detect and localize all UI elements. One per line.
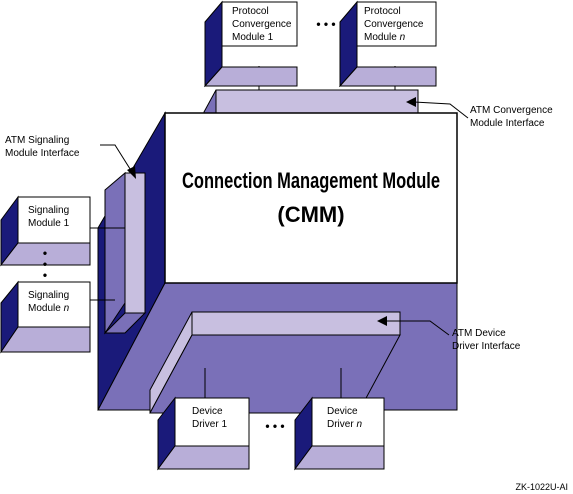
dev-callout-line1: ATM Device [452, 328, 506, 339]
pcn-line2: Convergence [364, 19, 424, 30]
device-driver-1: Device Driver 1 [157, 396, 250, 471]
dev-callout-line2: Driver Interface [452, 341, 521, 352]
protocol-module-1: Protocol Convergence Module 1 [203, 0, 298, 88]
protocol-module-n: Protocol Convergence Module n [338, 0, 437, 88]
pc-ellipsis: • • • [316, 17, 335, 31]
sign-line1: Signaling [28, 290, 69, 301]
cmm-title-line2: (CMM) [277, 202, 344, 227]
signaling-module-1: Signaling Module 1 [0, 195, 91, 267]
signaling-module-n: Signaling Module n [0, 280, 91, 354]
signaling-interface-bar [124, 172, 146, 314]
device-driver-n: Device Driver n [294, 396, 385, 471]
signaling-interface-bottom [103, 312, 147, 334]
pc1-line2: Convergence [232, 19, 292, 30]
device-callout-arrowhead [377, 316, 387, 326]
convergence-callout-line [413, 101, 469, 119]
dd1-line2: Driver 1 [192, 419, 227, 430]
sig-ellipsis-3: • [43, 268, 47, 282]
cmm-title-line1: Connection Management Module [182, 168, 440, 193]
cmm-front-face [164, 112, 458, 284]
sig1-line1: Signaling [28, 205, 69, 216]
signaling-callout-arrowhead [127, 166, 136, 179]
figure-id: ZK-1022U-AI [515, 482, 568, 492]
dd-ellipsis: • • • [265, 419, 284, 433]
conv-callout-line2: Module Interface [470, 118, 545, 129]
convergence-interface-bar [215, 89, 419, 114]
sig-callout-line1: ATM Signaling [5, 135, 69, 146]
device-callout-line [385, 320, 450, 336]
sig1-line2: Module 1 [28, 218, 70, 229]
conv-callout-line1: ATM Convergence [470, 105, 553, 116]
dd1-line1: Device [192, 406, 223, 417]
sign-line2: Module n [28, 303, 70, 314]
device-interface-bar [191, 311, 401, 336]
convergence-callout-arrowhead [406, 97, 416, 107]
ddn-line1: Device [327, 406, 358, 417]
ddn-line2: Driver n [327, 419, 362, 430]
sig-callout-line2: Module Interface [5, 148, 80, 159]
pc1-line1: Protocol [232, 6, 269, 17]
pc1-line3: Module 1 [232, 32, 274, 43]
signaling-callout-line [100, 144, 133, 173]
sig-ellipsis-1: • [43, 246, 47, 260]
pcn-line1: Protocol [364, 6, 401, 17]
sig-ellipsis-2: • [43, 257, 47, 271]
pcn-line3: Module n [364, 32, 406, 43]
